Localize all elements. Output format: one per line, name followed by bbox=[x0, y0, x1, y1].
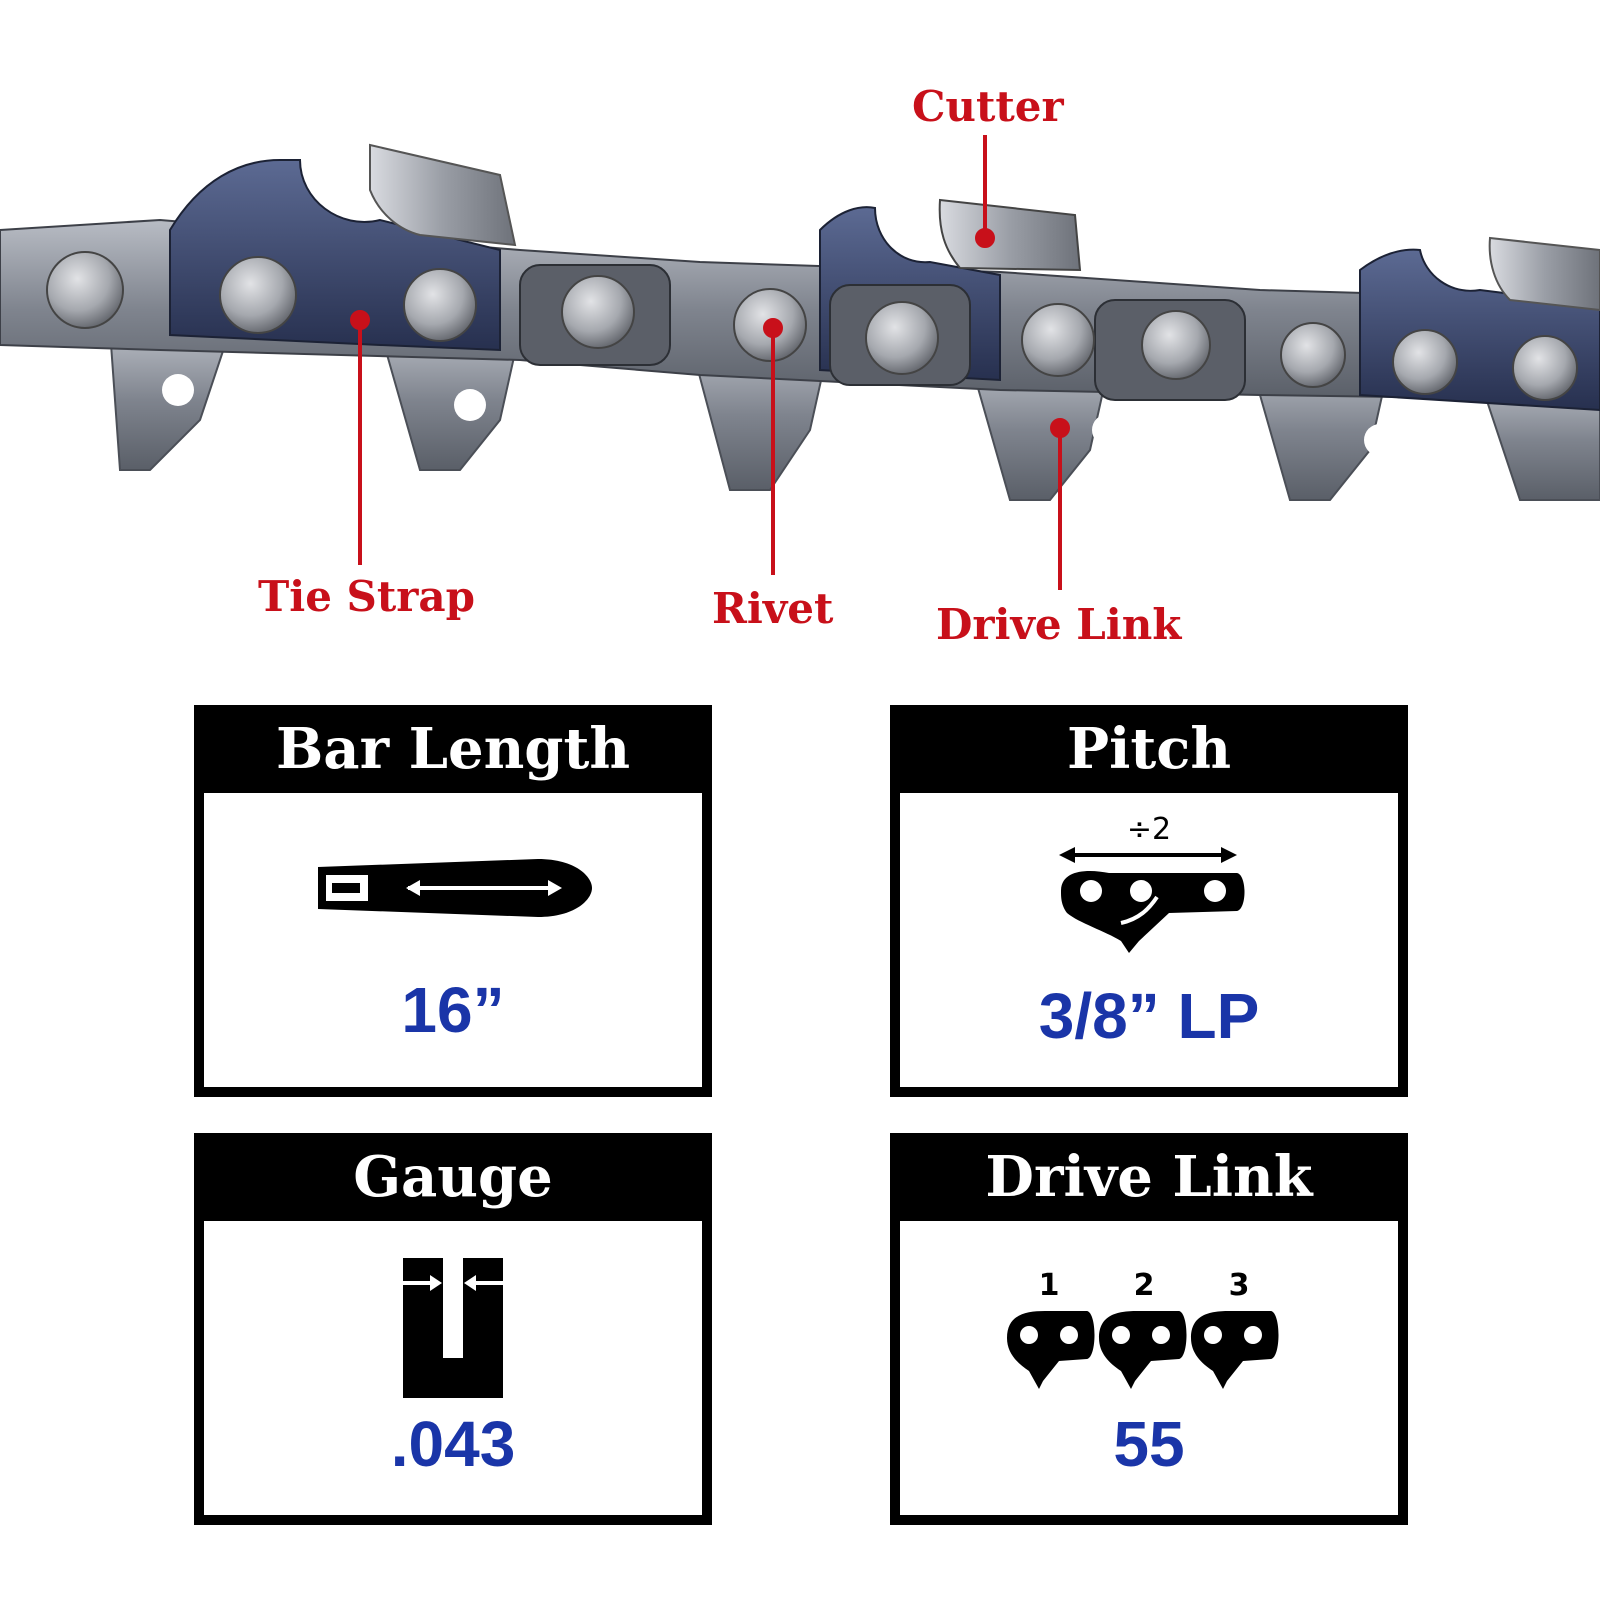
bar-length-title: Bar Length bbox=[275, 716, 631, 782]
drive-link-card: Drive Link 1 2 3 55 bbox=[890, 1133, 1408, 1525]
bar-length-body: 16” bbox=[204, 793, 702, 1087]
gauge-value: .043 bbox=[390, 1408, 516, 1480]
saw-chain-illustration bbox=[0, 135, 1600, 590]
rivet-label: Rivet bbox=[712, 584, 834, 633]
pitch-body: ÷2 3/8” LP bbox=[900, 793, 1398, 1087]
drive-link-value: 55 bbox=[1113, 1408, 1185, 1480]
drive-links-icon: 1 2 3 bbox=[900, 1263, 1398, 1403]
chain-diagram: Cutter Tie Strap Rivet Drive Link bbox=[0, 0, 1600, 670]
gauge-title: Gauge bbox=[353, 1144, 553, 1210]
drive-link-number-2: 2 bbox=[1134, 1268, 1155, 1303]
bar-length-value: 16” bbox=[401, 974, 505, 1046]
pitch-value: 3/8” LP bbox=[1038, 980, 1260, 1052]
gauge-groove-icon bbox=[204, 1253, 702, 1403]
drive-link-body: 1 2 3 55 bbox=[900, 1221, 1398, 1515]
drive-link-title: Drive Link bbox=[985, 1144, 1313, 1210]
callout-lines bbox=[350, 135, 1070, 590]
pitch-card: Pitch ÷2 3/8” LP bbox=[890, 705, 1408, 1097]
guide-bar-icon bbox=[204, 855, 702, 921]
cutter-top bbox=[369, 143, 517, 247]
rivets bbox=[46, 251, 1578, 401]
pitch-icon-label: ÷2 bbox=[1127, 813, 1171, 847]
drive-link-number-3: 3 bbox=[1229, 1268, 1250, 1303]
bar-length-card: Bar Length 16” bbox=[194, 705, 712, 1097]
drive-link-number-1: 1 bbox=[1039, 1268, 1060, 1303]
cutter-label: Cutter bbox=[912, 82, 1064, 131]
drive-link-label: Drive Link bbox=[936, 600, 1182, 649]
gauge-card: Gauge .043 bbox=[194, 1133, 712, 1525]
gauge-body: .043 bbox=[204, 1221, 702, 1515]
pitch-chain-icon: ÷2 bbox=[900, 813, 1398, 963]
pitch-title: Pitch bbox=[1066, 716, 1232, 782]
tie-strap-label: Tie Strap bbox=[258, 572, 475, 621]
